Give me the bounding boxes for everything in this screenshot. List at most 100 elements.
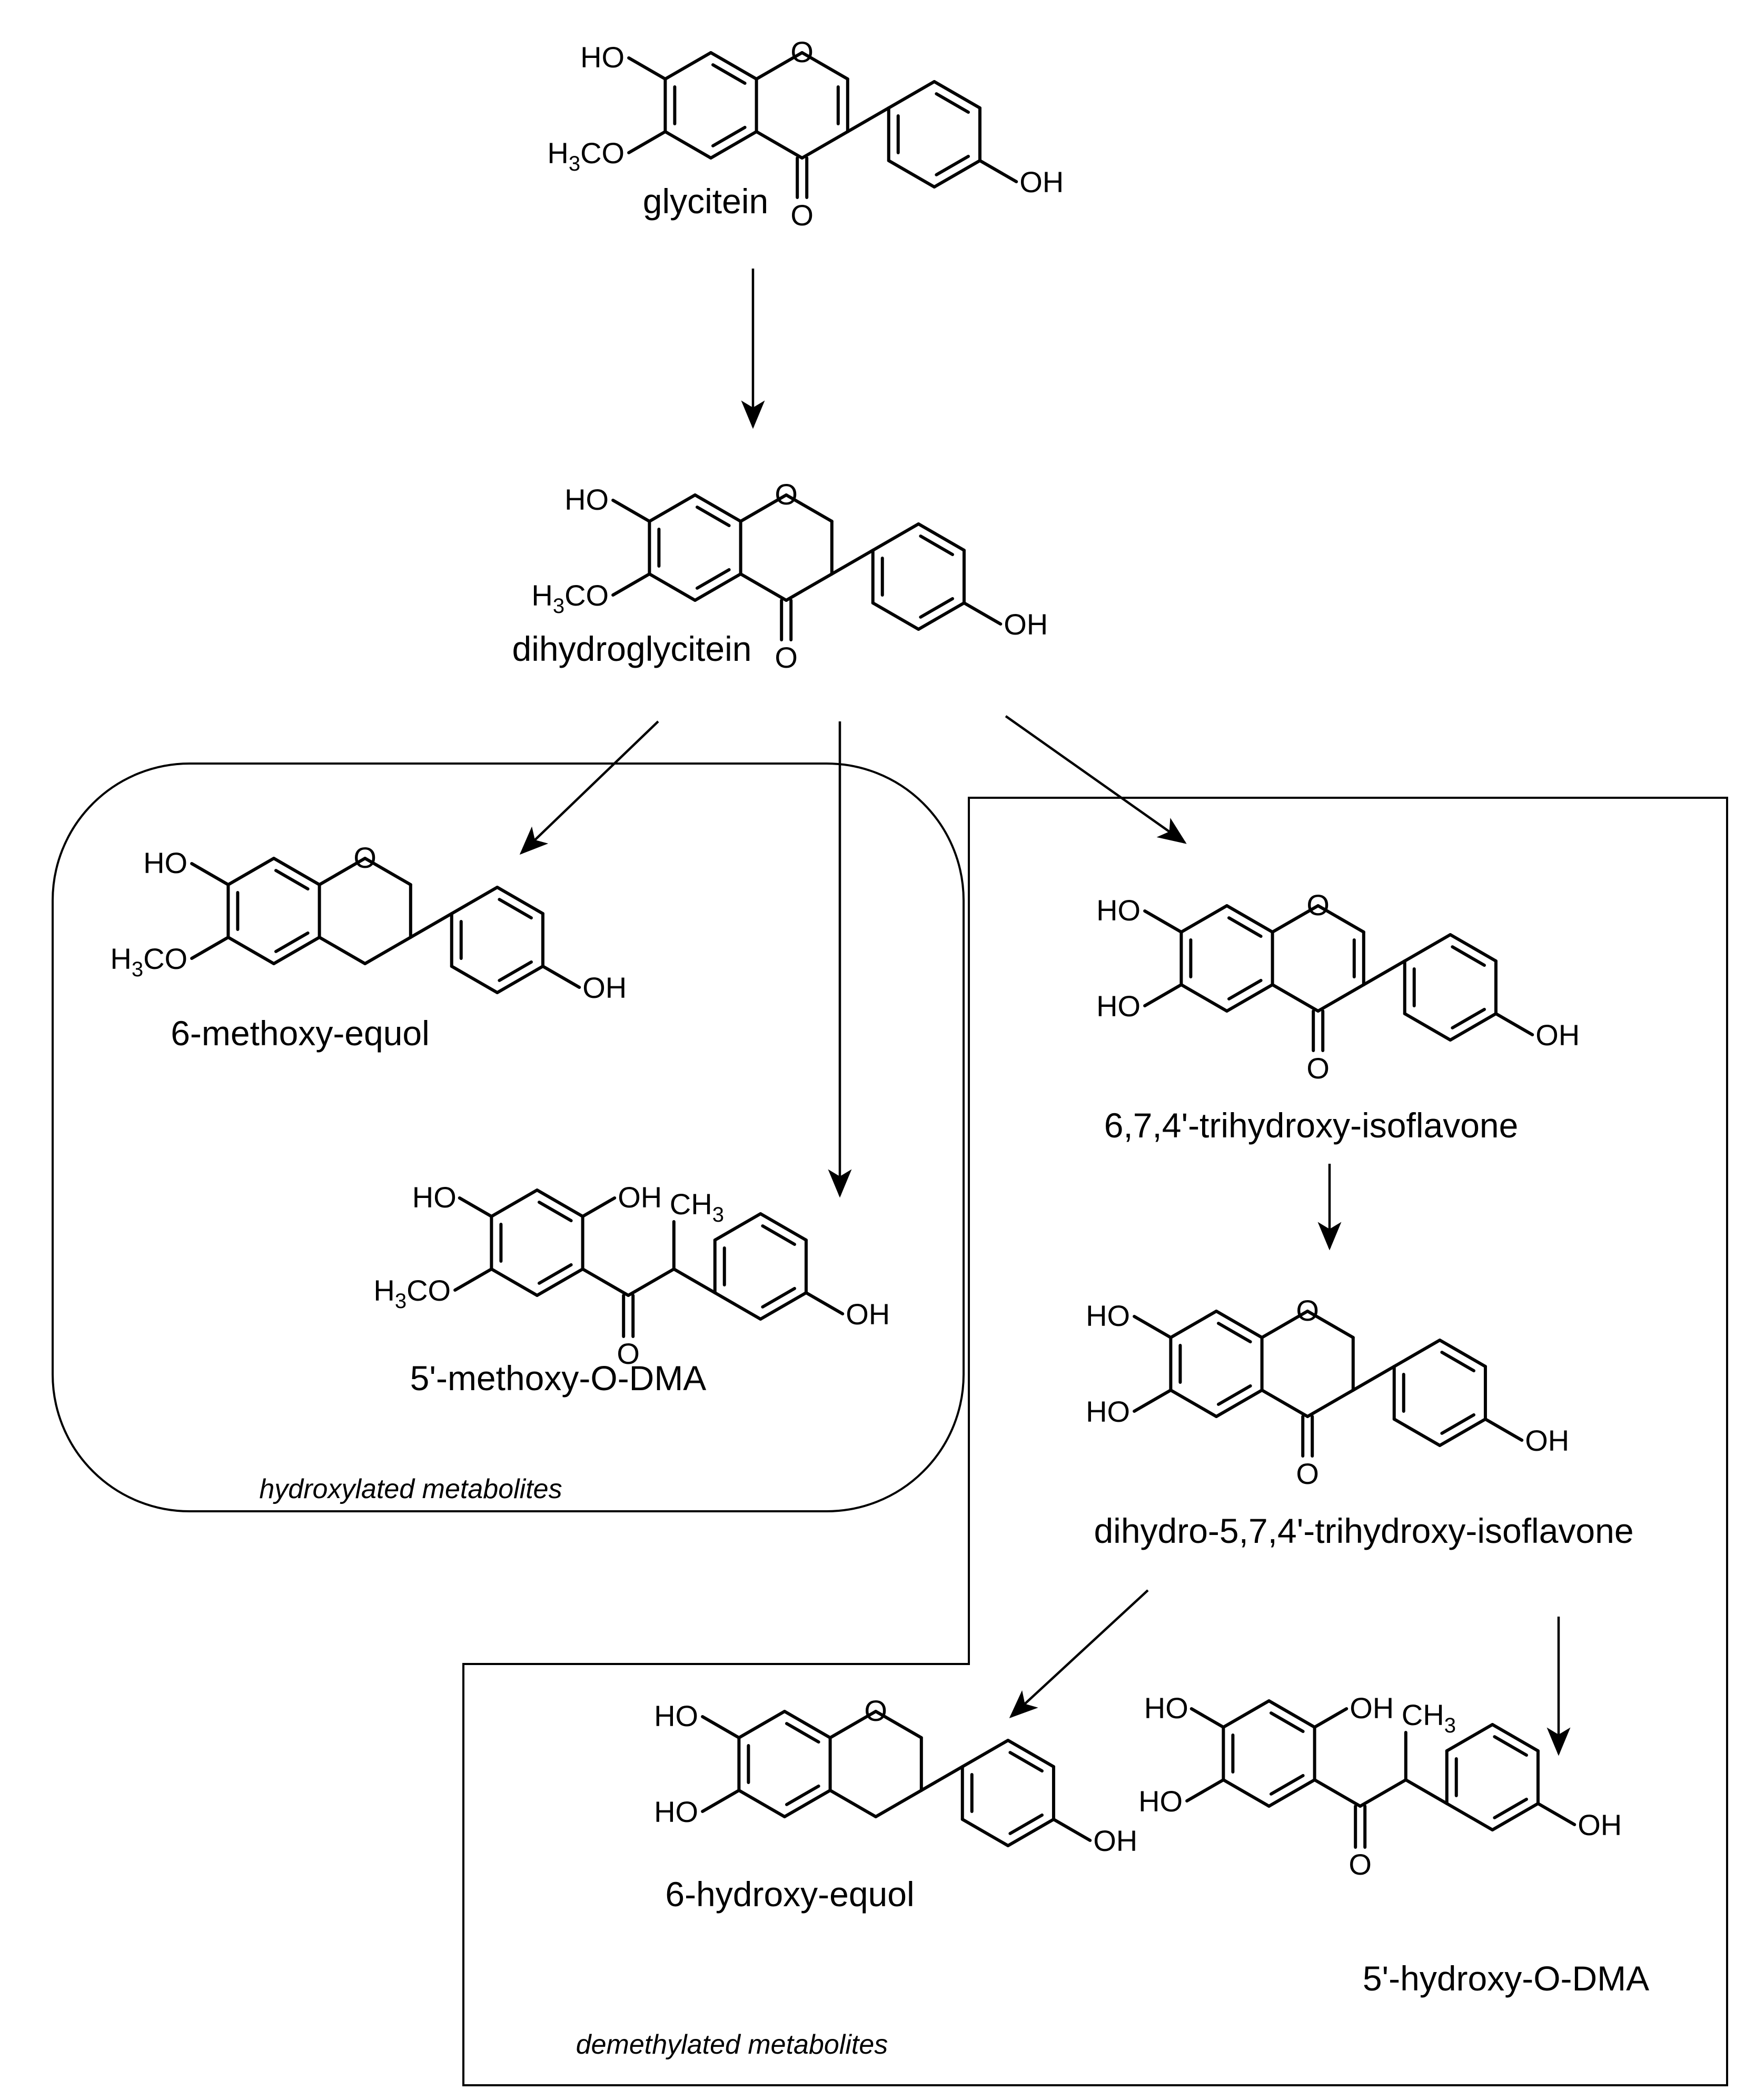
compound-name-6-hydroxy-equol: 6-hydroxy-equol <box>665 1875 914 1914</box>
bond <box>541 965 581 989</box>
structures: OOOHHOH3COglyciteinOOOHHOH3COdihydroglyc… <box>110 35 1649 1998</box>
bond <box>783 1789 832 1818</box>
bond <box>1189 1707 1225 1729</box>
carbonyl-oxygen-label: O <box>1296 1457 1319 1490</box>
bond <box>1362 959 1406 986</box>
bond <box>978 159 1018 183</box>
bond <box>830 549 875 576</box>
bond <box>783 1710 832 1739</box>
bond <box>1491 1723 1540 1752</box>
bond <box>755 130 804 160</box>
bond <box>1491 1802 1540 1831</box>
bond <box>318 857 367 886</box>
arrow-to-6-hydroxy-equol <box>1009 1589 1149 1719</box>
bond <box>1445 1802 1494 1831</box>
bond <box>960 1739 1010 1768</box>
carbonyl-oxygen-label: O <box>1306 1052 1330 1085</box>
bond <box>919 1765 964 1792</box>
bond <box>1403 933 1452 963</box>
bond <box>933 80 981 110</box>
methoxy-5-label: H3CO <box>373 1274 451 1313</box>
bond <box>495 886 544 915</box>
bond <box>1052 1818 1092 1842</box>
hydroxyl-7-label: HO <box>143 846 187 879</box>
bond <box>1493 1797 1528 1819</box>
bond <box>1451 945 1486 967</box>
bond <box>711 125 747 147</box>
bond <box>363 936 412 965</box>
bond <box>1306 1310 1355 1339</box>
bond <box>1008 1813 1044 1835</box>
bond <box>1451 1007 1486 1029</box>
para-hydroxyl-label: OH <box>846 1297 890 1331</box>
methoxy-6-label: H3CO <box>110 942 187 981</box>
bond <box>785 493 834 523</box>
methyl-label: CH3 <box>1402 1698 1456 1737</box>
bond <box>1216 1384 1252 1406</box>
bond <box>917 522 966 552</box>
bond <box>190 862 230 886</box>
bond <box>759 1291 808 1321</box>
ring-oxygen-label: O <box>1306 888 1330 922</box>
bond <box>1313 1707 1349 1729</box>
structure-6-methoxy-equol: O OH HO H3CO 6-methoxy-equol <box>110 841 627 1053</box>
bond <box>1260 1310 1310 1339</box>
bond <box>450 886 499 915</box>
compound-name-dihydroglycitein: dihydroglycitein <box>512 629 752 668</box>
bond <box>737 1789 786 1818</box>
bond <box>739 493 788 523</box>
bond <box>962 601 1003 626</box>
bond <box>1133 1389 1173 1413</box>
bond <box>800 130 849 160</box>
carbonyl-oxygen-label: O <box>790 199 814 232</box>
compound-name-dihydro-trihydroxy-isoflavone: dihydro-5,7,4'-trihydroxy-isoflavone <box>1094 1511 1633 1550</box>
bond <box>693 572 742 602</box>
bond <box>1222 1699 1271 1729</box>
bond <box>1267 1699 1316 1729</box>
bond <box>611 499 651 523</box>
bond <box>537 1263 573 1285</box>
compound-name-glycitein: glycitein <box>643 182 768 221</box>
compound-name-6-methoxy-equol: 6-methoxy-equol <box>171 1014 430 1053</box>
bond <box>274 869 310 891</box>
bond <box>1449 933 1498 963</box>
para-hydroxyl-label: OH <box>582 971 627 1004</box>
bond <box>363 857 412 886</box>
hydroxyl-2-label: OH <box>618 1181 662 1214</box>
bond <box>874 1789 923 1818</box>
bond <box>663 130 712 160</box>
bond <box>226 936 275 965</box>
bond <box>1269 1711 1305 1734</box>
bond <box>1008 1751 1044 1773</box>
bond <box>274 931 310 953</box>
para-hydroxyl-label: OH <box>1535 1018 1580 1052</box>
bond <box>648 493 697 523</box>
bond <box>1215 1389 1264 1418</box>
reaction-arrows <box>519 269 1571 1756</box>
bond <box>871 601 920 631</box>
arrow-to-6-methoxy-equol <box>519 720 659 855</box>
hydroxyl-6-label: HO <box>654 1795 698 1828</box>
ring-oxygen-label: O <box>353 841 376 874</box>
bond <box>887 80 936 110</box>
bond <box>1404 1778 1449 1805</box>
bond <box>935 92 970 114</box>
bond <box>1215 1310 1264 1339</box>
bond <box>450 965 499 994</box>
bond <box>1403 1012 1452 1042</box>
bond <box>1359 1778 1407 1808</box>
hydroxyl-6-label: HO <box>1096 989 1141 1023</box>
bond <box>701 1715 741 1739</box>
hydroxyl-2-label: OH <box>1350 1691 1394 1725</box>
bond <box>1260 1389 1310 1418</box>
bond <box>453 1267 493 1292</box>
bond <box>672 1267 717 1294</box>
ring-oxygen-label: O <box>790 35 814 68</box>
bond <box>917 601 966 631</box>
bond <box>1438 1418 1487 1447</box>
bond <box>919 534 954 557</box>
hydroxylated-metabolites-label: hydroxylated metabolites <box>259 1474 562 1504</box>
bond <box>709 130 758 160</box>
